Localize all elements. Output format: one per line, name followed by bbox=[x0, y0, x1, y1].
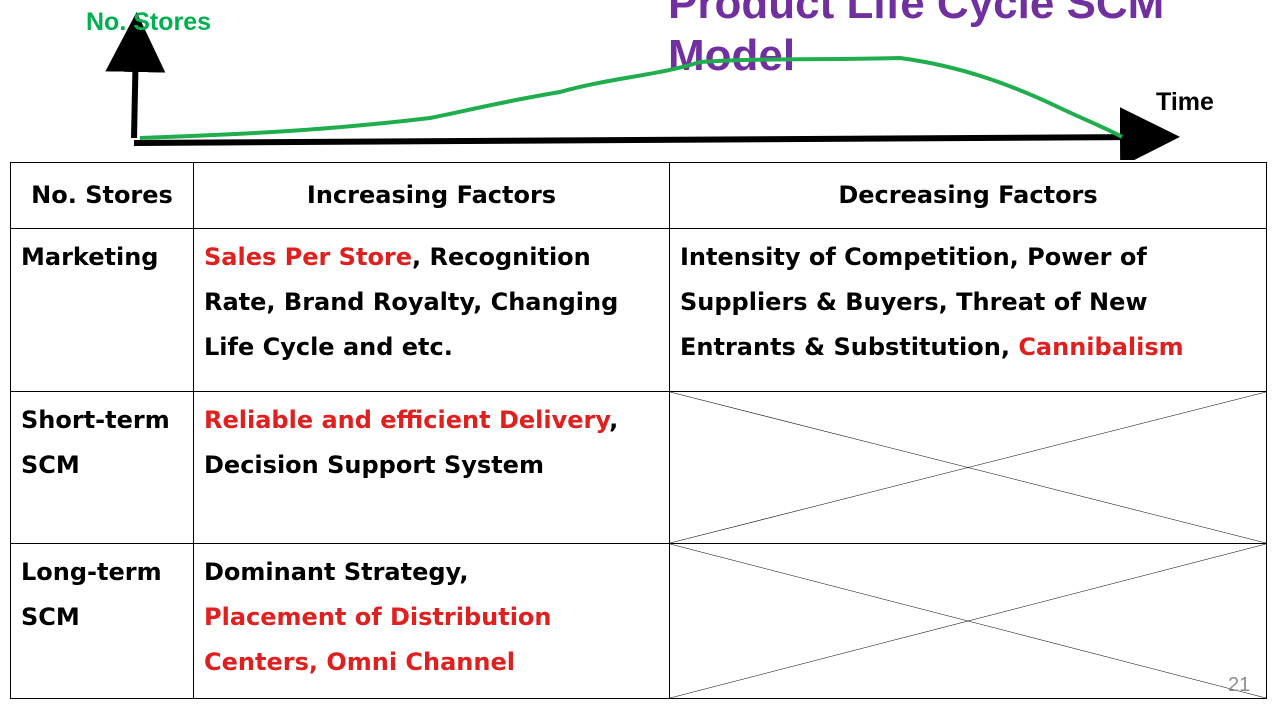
decreasing-factors-cell: Intensity of Competition, Power of Suppl… bbox=[669, 228, 1267, 392]
product-life-cycle-chart bbox=[105, 12, 1180, 160]
highlighted-factor: Cannibalism bbox=[1018, 333, 1184, 361]
row-label: Long-term SCM bbox=[10, 543, 194, 699]
y-axis-label: No. Stores bbox=[86, 8, 212, 36]
factors-table: No. Stores Increasing Factors Decreasing… bbox=[10, 162, 1267, 699]
slide-title: Product Life Cycle SCM Model bbox=[668, 0, 1165, 80]
factor-text: Decision Support System bbox=[204, 451, 544, 479]
factor-text: Intensity of Competition, Power of Suppl… bbox=[680, 243, 1148, 361]
y-axis bbox=[105, 12, 166, 139]
increasing-factors-cell: Sales Per Store, Recognition Rate, Brand… bbox=[193, 228, 670, 392]
table-row: Long-term SCM Dominant Strategy, Placemen… bbox=[10, 543, 1267, 699]
life-cycle-curve bbox=[139, 55, 1124, 140]
table-row: Short-term SCM Reliable and efficient De… bbox=[10, 391, 1267, 544]
row-label: Marketing bbox=[10, 228, 194, 392]
x-axis bbox=[133, 107, 1180, 160]
empty-crossed-cell bbox=[669, 543, 1267, 699]
empty-crossed-cell bbox=[669, 391, 1267, 544]
factor-text: , bbox=[609, 406, 619, 434]
highlighted-factor: Reliable and efficient Delivery bbox=[204, 406, 610, 434]
increasing-factors-cell: Dominant Strategy, Placement of Distribut… bbox=[193, 543, 670, 699]
header-decreasing-factors: Decreasing Factors bbox=[669, 162, 1267, 229]
row-label: Short-term SCM bbox=[10, 391, 194, 544]
header-increasing-factors: Increasing Factors bbox=[193, 162, 670, 229]
highlighted-factor: Placement of Distribution Centers, Omni … bbox=[204, 603, 552, 676]
factor-text: , Recognition Rate, Brand Royalty, Chang… bbox=[204, 243, 619, 361]
increasing-factors-cell: Reliable and efficient Delivery, Decision… bbox=[193, 391, 670, 544]
cross-mark bbox=[670, 544, 1266, 698]
header-no-stores: No. Stores bbox=[10, 162, 194, 229]
factor-text: Dominant Strategy, bbox=[204, 558, 469, 586]
cross-mark bbox=[670, 392, 1266, 543]
table-row: Marketing Sales Per Store, Recognition R… bbox=[10, 228, 1267, 392]
highlighted-factor: Sales Per Store bbox=[204, 243, 413, 271]
x-axis-label: Time bbox=[1156, 88, 1214, 116]
page-number: 21 bbox=[1228, 674, 1251, 696]
